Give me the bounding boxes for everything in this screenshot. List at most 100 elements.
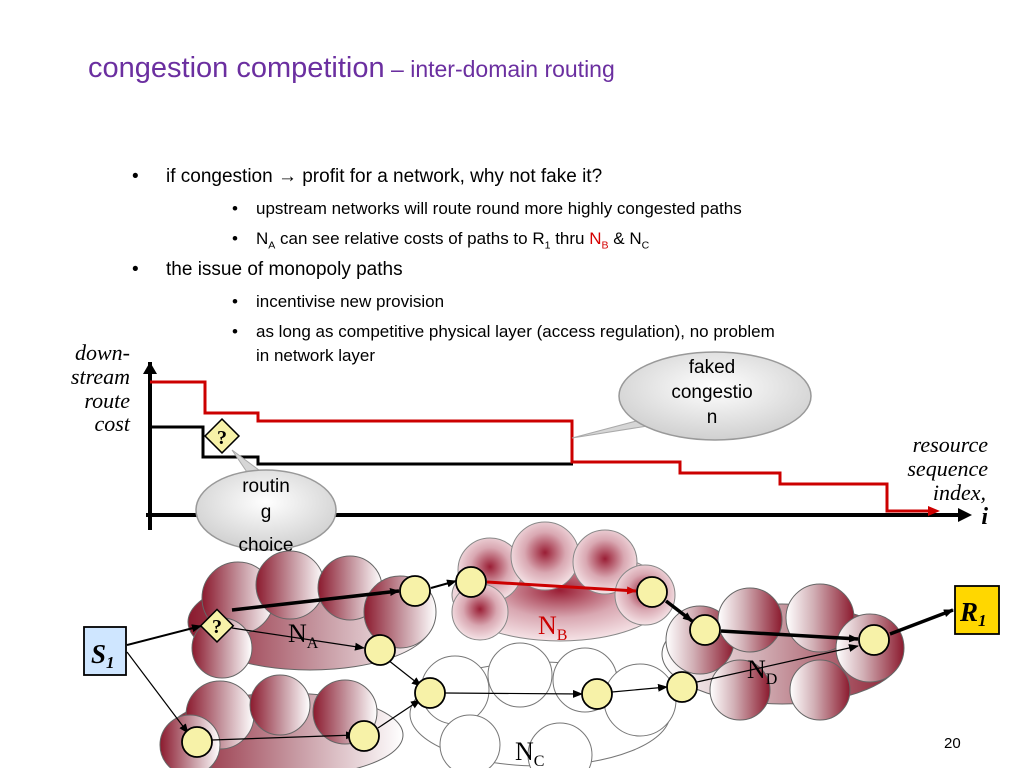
bullet-text: upstream networks will route round more … xyxy=(256,199,742,218)
bullet-nb-sub: B xyxy=(601,239,609,252)
network-choice-marker: ? xyxy=(199,608,235,644)
label-nb-sub: B xyxy=(557,627,568,644)
network-links xyxy=(126,579,954,741)
link-nb-congested xyxy=(486,580,637,595)
xlabel-variable: i xyxy=(981,504,988,530)
r1-sub: 1 xyxy=(978,611,987,630)
routing-line1: routin xyxy=(242,476,290,497)
xlabel-line1: resource xyxy=(913,432,989,457)
network-labels: NA NB ND NC xyxy=(288,611,777,768)
bullet-dot: • xyxy=(232,292,238,311)
red-cost-path xyxy=(150,380,930,513)
link-nd-r1 xyxy=(889,608,954,636)
network-choice-text: ? xyxy=(212,616,222,638)
bullet-text: if congestion → profit for a network, wh… xyxy=(166,166,603,187)
routing-line2: g xyxy=(261,502,272,523)
bullet-incentivise: • incentivise new provision xyxy=(232,292,445,312)
title-subtitle: – inter-domain routing xyxy=(384,56,615,82)
faked-line1: faked xyxy=(689,357,735,378)
router-node xyxy=(858,624,890,656)
bullet-competitive: •as long as competitive physical layer (… xyxy=(232,322,775,342)
slide-title: congestion competition – inter-domain ro… xyxy=(88,52,615,85)
bullet-text: in network layer xyxy=(256,346,376,365)
link-nd-upper xyxy=(720,629,859,643)
router-node xyxy=(666,671,698,703)
link-s1-lower xyxy=(126,651,189,734)
label-nc: NC xyxy=(515,737,544,768)
label-nd: ND xyxy=(747,655,777,688)
bullet-thru: thru xyxy=(550,229,590,248)
r1-main: R xyxy=(959,597,978,627)
label-nc-sub: C xyxy=(534,753,545,768)
endpoint-s1: S1 xyxy=(83,626,127,676)
bullet-text: the issue of monopoly paths xyxy=(166,259,403,280)
cloud-nc xyxy=(409,642,677,768)
link-nb-nd xyxy=(664,599,694,623)
router-node xyxy=(348,720,380,752)
cloud-na xyxy=(187,550,437,679)
link-na-nb xyxy=(430,579,457,589)
bullet-dot: • xyxy=(232,229,238,248)
link-nc-inner xyxy=(444,689,583,698)
router-nodes xyxy=(181,566,890,758)
bullet-r1-sub: 1 xyxy=(544,239,551,252)
bullet-nc-sub: C xyxy=(641,239,650,252)
bullet-fake-congestion: • if congestion → profit for a network, w… xyxy=(132,166,603,188)
bullet-na-sub: A xyxy=(268,239,276,252)
xlabel-line2: sequence xyxy=(907,456,988,481)
choice-marker: ? xyxy=(203,417,241,455)
link-na-lower xyxy=(231,627,365,651)
link-nc-nd xyxy=(611,683,668,693)
router-node xyxy=(455,566,487,598)
router-node xyxy=(689,614,721,646)
bullet-text: incentivise new provision xyxy=(256,292,445,311)
xlabel-line3: index, xyxy=(933,480,986,505)
label-nd-main: N xyxy=(747,655,766,684)
bullet-nb-n: N xyxy=(589,229,602,248)
routing-choice-callout: routin g choice xyxy=(195,449,337,556)
ylabel-line1: down- xyxy=(75,340,130,365)
link-lower-inner xyxy=(211,731,356,741)
bullet-text: as long as competitive physical layer (a… xyxy=(256,322,775,341)
bullet-amp: & N xyxy=(608,229,642,248)
router-node xyxy=(414,677,446,709)
router-node xyxy=(581,678,613,710)
bullet-na-n: N xyxy=(256,229,269,248)
x-axis-arrowhead xyxy=(958,508,972,522)
bullet-dot: • xyxy=(132,166,139,187)
red-path-arrowhead xyxy=(928,506,940,516)
y-axis-label: down- stream route cost xyxy=(71,340,131,436)
bullet-monopoly: •the issue of monopoly paths xyxy=(132,259,403,281)
choice-mark-text: ? xyxy=(217,427,227,449)
router-node xyxy=(364,634,396,666)
label-na-sub: A xyxy=(307,635,319,652)
black-cost-path xyxy=(150,425,573,466)
link-lower-nc xyxy=(377,699,421,729)
s1-sub: 1 xyxy=(106,653,115,672)
r1-label: R1 xyxy=(959,597,987,630)
bullet-upstream: • upstream networks will route round more… xyxy=(232,199,742,219)
label-nb-main: N xyxy=(538,611,557,640)
bullet-text: can see relative costs of paths to R xyxy=(275,229,545,248)
bullet-competitive-cont: in network layer xyxy=(256,346,375,366)
x-axis-label: resource sequence index, i xyxy=(907,432,988,530)
endpoint-r1: R1 xyxy=(954,585,1000,635)
s1-main: S xyxy=(91,639,106,669)
ylabel-line2: stream xyxy=(71,364,130,389)
label-nb: NB xyxy=(538,611,567,644)
link-nd-lower xyxy=(696,644,859,683)
faked-line2: congestio xyxy=(671,382,752,403)
router-node xyxy=(636,576,668,608)
link-na-nc xyxy=(387,659,422,687)
y-axis-arrowhead xyxy=(143,362,157,374)
label-nc-main: N xyxy=(515,737,534,766)
ylabel-line4: cost xyxy=(95,411,131,436)
router-node xyxy=(399,575,431,607)
title-main: congestion competition xyxy=(88,52,385,84)
faked-line3: n xyxy=(707,407,718,428)
bullet-dot: • xyxy=(232,199,238,218)
link-na-upper xyxy=(231,588,400,612)
faked-congestion-callout: faked congestio n xyxy=(571,351,812,441)
label-nd-sub: D xyxy=(766,671,778,688)
